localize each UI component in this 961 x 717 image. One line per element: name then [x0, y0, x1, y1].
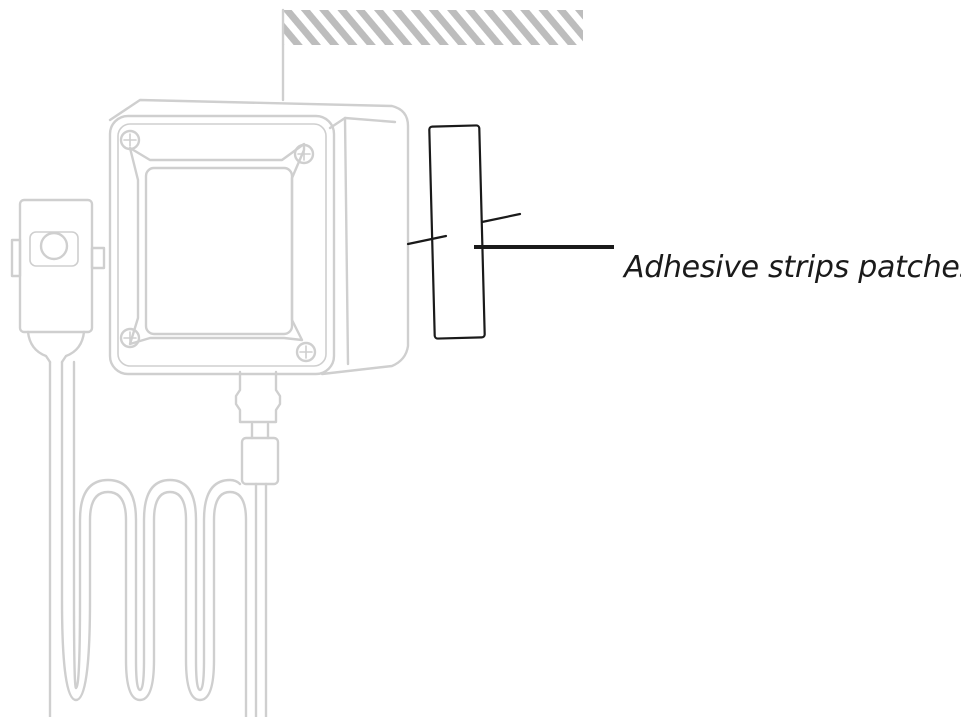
wall-edge — [281, 8, 583, 102]
enclosure-box — [108, 98, 410, 376]
screw-top-right — [293, 143, 315, 165]
ct-clamp — [10, 198, 106, 364]
cable-gland — [234, 370, 282, 717]
adhesive-strip — [406, 124, 522, 340]
screw-bottom-right — [295, 341, 317, 363]
screw-bottom-left — [119, 327, 141, 349]
screw-top-left — [119, 129, 141, 151]
callout-label-adhesive-strips: Adhesive strips patches — [624, 250, 961, 285]
coiled-cable — [48, 360, 248, 717]
